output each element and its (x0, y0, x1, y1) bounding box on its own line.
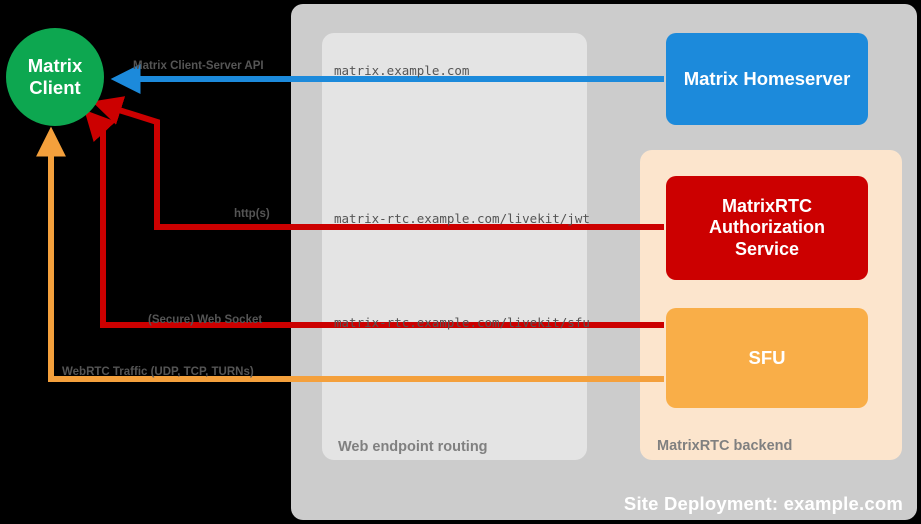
node-matrixrtc-authorization-service[interactable]: MatrixRTC Authorization Service (666, 176, 868, 280)
site-deployment-title: Site Deployment: example.com (623, 493, 903, 514)
web-endpoint-routing-container (322, 33, 587, 460)
edge-label-secure-web-socket: (Secure) Web Socket (148, 314, 263, 326)
node-matrix-homeserver[interactable]: Matrix Homeserver (666, 33, 868, 125)
matrixrtc-backend-label: MatrixRTC backend (657, 438, 793, 454)
edge-label-webrtc-traffic: WebRTC Traffic (UDP, TCP, TURNs) (62, 366, 254, 378)
matrix-client-label-line1: Matrix (27, 55, 83, 77)
edge-label-matrix-client-server-api: Matrix Client-Server API (133, 60, 264, 72)
auth-service-label-line2: Authorization (709, 217, 825, 238)
web-endpoint-routing-label: Web endpoint routing (338, 439, 488, 455)
edge-label-http-s: http(s) (234, 208, 270, 220)
matrix-client-label-line2: Client (29, 77, 81, 98)
url-label-livekit-jwt: matrix-rtc.example.com/livekit/jwt (334, 211, 590, 226)
matrix-homeserver-label: Matrix Homeserver (683, 67, 851, 89)
node-sfu[interactable]: SFU (666, 308, 868, 408)
sfu-label: SFU (748, 346, 786, 368)
auth-service-label-line1: MatrixRTC (721, 195, 812, 216)
node-matrix-client[interactable]: Matrix Client (6, 28, 104, 126)
url-label-matrix-example-com: matrix.example.com (334, 63, 470, 78)
url-label-livekit-sfu: matrix-rtc.example.com/livekit/sfu (334, 315, 590, 330)
auth-service-label-line3: Service (734, 238, 800, 259)
